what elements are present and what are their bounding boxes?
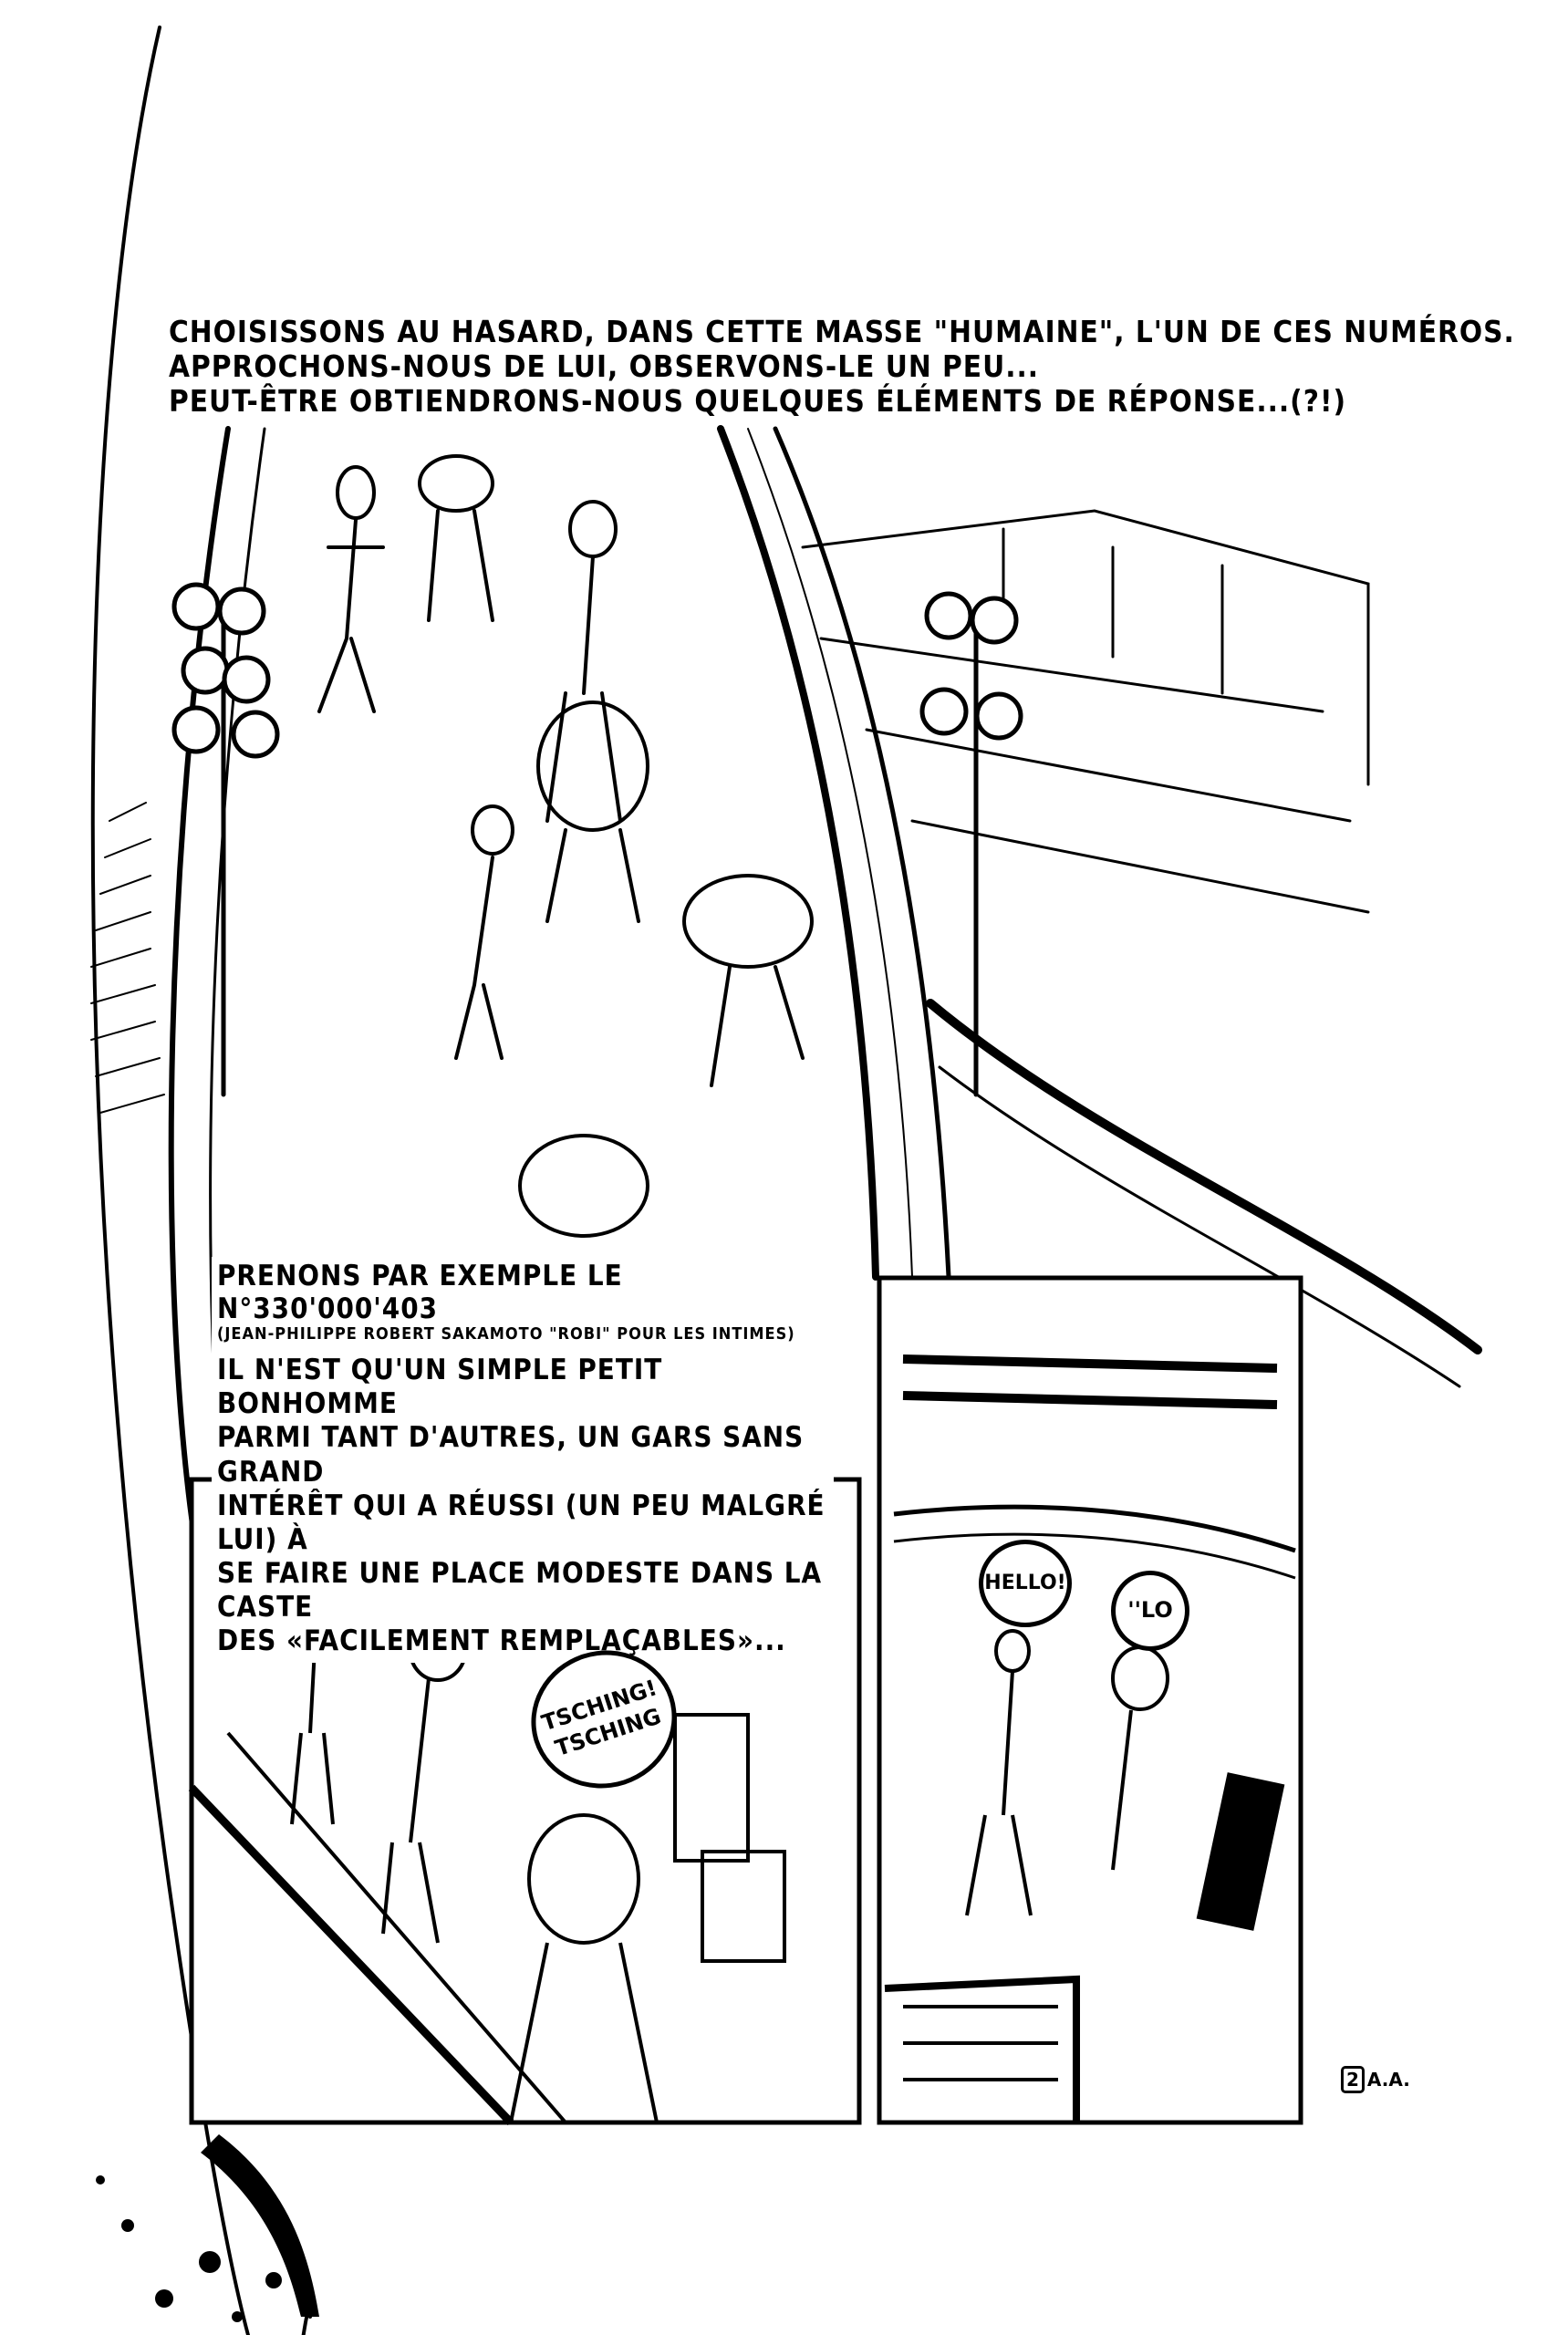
caption-top-line: Approchons-nous de lui, observons-le un … [169, 348, 1040, 384]
rail-curve [926, 999, 1482, 1354]
crowd-figures [317, 454, 814, 1238]
caption-middle-line: intérêt qui a réussi (un peu malgré lui)… [217, 1489, 826, 1556]
conveyor-left-edge [717, 425, 879, 1281]
left-arch-line [90, 26, 312, 2335]
bubble-text: ''Lo [1127, 1597, 1173, 1624]
hatching [90, 802, 165, 1114]
speech-bubble-hello: Hello! [979, 1540, 1072, 1627]
caption-middle-line: se faire une place modeste dans la caste [217, 1557, 823, 1624]
caption-middle-subtitle: (Jean-Philippe Robert Sakamoto "Robi" po… [217, 1324, 795, 1344]
caption-top-line: Peut-être obtiendrons-nous quelques élém… [169, 382, 1347, 419]
bubble-text: Hello! [984, 1571, 1066, 1594]
lamp-post-right [919, 591, 1023, 1097]
caption-middle-line: parmi tant d'autres, un gars sans grand [217, 1421, 805, 1489]
caption-middle-line: Il n'est qu'un simple petit bonhomme [217, 1353, 663, 1421]
lamp-post-left [171, 582, 280, 1097]
page-number: 2 [1341, 2066, 1365, 2093]
caption-middle: Prenons par exemple le N°330'000'403 (Je… [212, 1257, 834, 1663]
buildings [801, 509, 1370, 914]
caption-top: Choisissons au hasard, dans cette masse … [169, 314, 1515, 419]
ink-splatter [96, 2134, 319, 2322]
artist-initials: A.A. [1366, 2069, 1410, 2091]
caption-top-line: Choisissons au hasard, dans cette masse … [169, 314, 1515, 349]
caption-middle-line: des «facilement remplaçables»... [217, 1624, 786, 1658]
conveyor-right-edge [773, 426, 951, 1280]
caption-middle-title: Prenons par exemple le N°330'000'403 [217, 1260, 623, 1325]
speech-bubble-lo: ''Lo [1111, 1571, 1189, 1651]
panel-bottom-right [877, 1275, 1303, 2125]
